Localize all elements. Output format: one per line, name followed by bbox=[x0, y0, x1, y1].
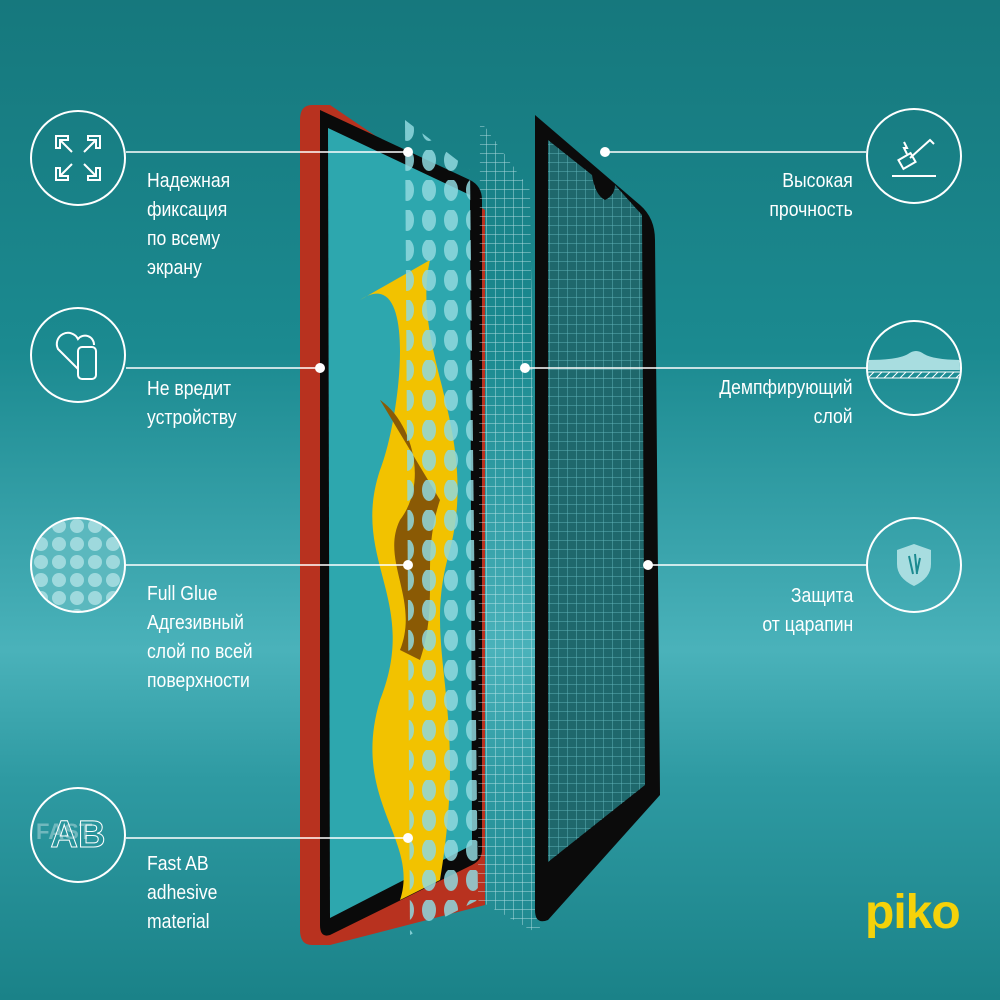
feature-label-scratch: Защита от царапин bbox=[762, 582, 853, 640]
label-line: Демпфирующий bbox=[719, 377, 853, 399]
shield-icon bbox=[866, 517, 962, 613]
label-line: Высокая bbox=[782, 170, 853, 192]
label-line: Адгезивный bbox=[147, 612, 244, 634]
arrows-expand-icon bbox=[30, 110, 126, 206]
label-line: от царапин bbox=[762, 614, 853, 636]
label-line: поверхности bbox=[147, 670, 250, 692]
damping-grid-layer bbox=[478, 120, 540, 935]
hammer-icon bbox=[866, 108, 962, 204]
label-line: Защита bbox=[790, 585, 853, 607]
label-line: устройству bbox=[147, 407, 237, 429]
label-line: прочность bbox=[769, 199, 853, 221]
callout-lines bbox=[126, 151, 866, 839]
label-line: Не вредит bbox=[147, 378, 232, 400]
feature-label-safe: Не вредит устройству bbox=[147, 375, 236, 433]
fast-ab-icon: FAST AB bbox=[30, 787, 126, 883]
feature-label-strength: Высокая прочность bbox=[770, 167, 853, 225]
feature-label-fast-ab: Fast AB adhesive material bbox=[147, 850, 217, 937]
label-line: Надежная bbox=[147, 170, 231, 192]
ab-mark: AB bbox=[50, 813, 106, 856]
label-line: adhesive bbox=[147, 882, 218, 904]
fast-watermark: FAST bbox=[36, 819, 93, 844]
callout-dots bbox=[315, 147, 653, 843]
label-line: Full Glue bbox=[147, 583, 218, 605]
label-line: material bbox=[147, 911, 210, 933]
piko-logo: piko bbox=[865, 886, 961, 939]
adhesive-dots-layer bbox=[405, 120, 478, 935]
label-line: Fast AB bbox=[147, 853, 209, 875]
label-line: слой по всей bbox=[147, 641, 253, 663]
feature-label-fixation: Надежная фиксация по всему экрану bbox=[147, 167, 230, 283]
glass-layer bbox=[535, 115, 660, 922]
label-line: по всему bbox=[147, 228, 221, 250]
label-line: фиксация bbox=[147, 199, 228, 221]
feature-label-damping: Демпфирующий слой bbox=[720, 374, 853, 432]
label-line: слой bbox=[814, 406, 853, 428]
dots-pattern-icon bbox=[30, 517, 126, 613]
label-line: экрану bbox=[147, 257, 202, 279]
heart-phone-icon bbox=[30, 307, 126, 403]
damping-layer-icon bbox=[866, 320, 962, 416]
